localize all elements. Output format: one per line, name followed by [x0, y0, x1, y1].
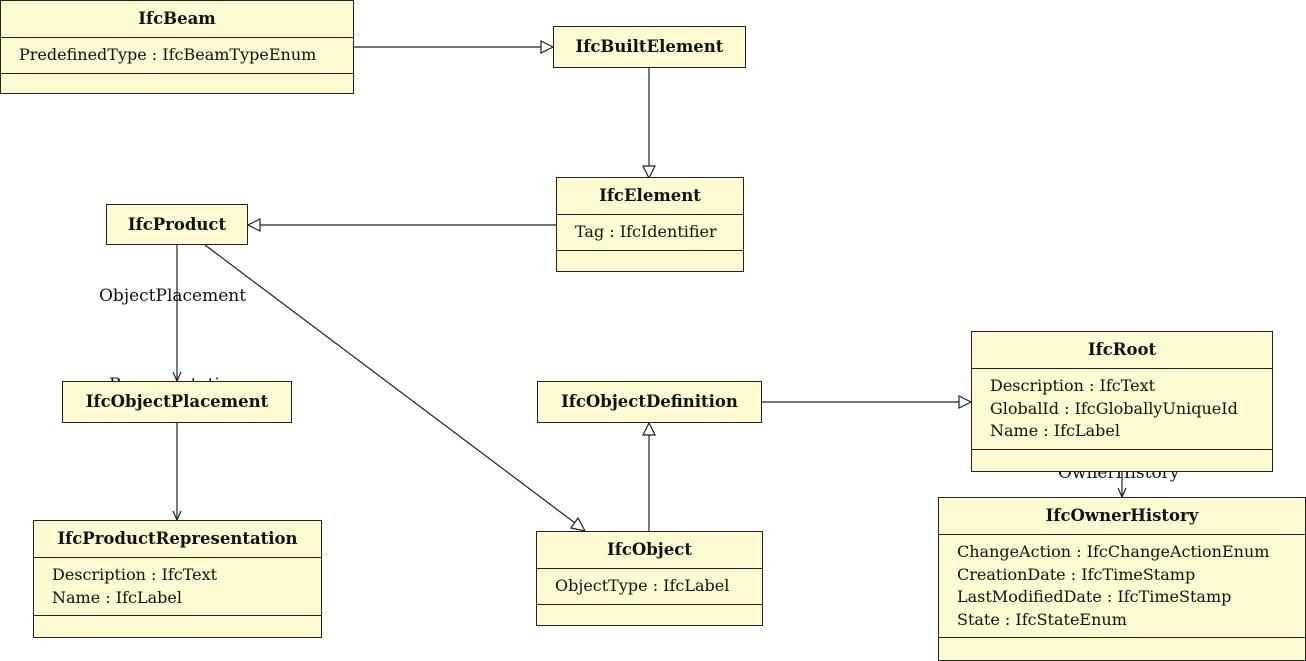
attribute: CreationDate : IfcTimeStamp — [957, 564, 1196, 584]
class-ifcbeam[interactable]: IfcBeam PredefinedType : IfcBeamTypeEnum — [0, 0, 354, 94]
class-name: IfcBuiltElement — [575, 37, 724, 56]
class-ifcroot[interactable]: IfcRoot Description : IfcText GlobalId :… — [971, 331, 1273, 472]
class-ifcproductrepresentation[interactable]: IfcProductRepresentation Description : I… — [33, 520, 322, 638]
attribute-list: Description : IfcText GlobalId : IfcGlob… — [972, 368, 1272, 449]
operation-compartment — [939, 637, 1305, 660]
edge-product-to-object-placement — [172, 245, 182, 383]
class-name: IfcProductRepresentation — [57, 529, 298, 548]
class-name: IfcOwnerHistory — [1045, 506, 1199, 525]
class-ifcelement[interactable]: IfcElement Tag : IfcIdentifier — [556, 177, 744, 272]
class-name: IfcObject — [607, 540, 692, 559]
edge-object-placement-to-product-representation — [172, 423, 182, 522]
class-ifcbuiltelement[interactable]: IfcBuiltElement — [553, 26, 746, 68]
attribute: ObjectType : IfcLabel — [555, 576, 730, 595]
class-name: IfcProduct — [127, 215, 227, 234]
class-ifcobject[interactable]: IfcObject ObjectType : IfcLabel — [536, 531, 763, 626]
edge-built-element-to-element — [642, 68, 656, 180]
attribute: PredefinedType : IfcBeamTypeEnum — [19, 45, 317, 64]
edge-beam-to-built-element — [354, 40, 555, 54]
attribute: Name : IfcLabel — [990, 421, 1120, 440]
attribute: Description : IfcText — [990, 376, 1156, 395]
class-ifcproduct[interactable]: IfcProduct — [106, 204, 248, 245]
attribute-list: ObjectType : IfcLabel — [537, 568, 762, 604]
class-name: IfcBeam — [138, 9, 216, 28]
edge-element-to-product — [246, 218, 556, 232]
operation-compartment — [1, 72, 353, 94]
class-ifcownerhistory[interactable]: IfcOwnerHistory ChangeAction : IfcChange… — [938, 497, 1306, 661]
operation-compartment — [972, 448, 1272, 472]
edge-object-definition-to-root — [762, 395, 973, 409]
class-ifcobjectdefinition[interactable]: IfcObjectDefinition — [537, 381, 762, 423]
edge-object-to-object-definition — [642, 421, 656, 532]
attribute-list: ChangeAction : IfcChangeActionEnum Creat… — [939, 534, 1305, 637]
attribute-list: Tag : IfcIdentifier — [557, 214, 743, 250]
attribute: State : IfcStateEnum — [957, 609, 1127, 629]
attribute: LastModifiedDate : IfcTimeStamp — [957, 587, 1232, 606]
association-label-object-placement: ObjectPlacement — [99, 286, 247, 306]
class-name: IfcElement — [599, 186, 701, 205]
attribute-list: Description : IfcText Name : IfcLabel — [34, 557, 321, 615]
attribute: Description : IfcText — [52, 565, 218, 584]
attribute: Name : IfcLabel — [52, 587, 182, 607]
operation-compartment — [557, 249, 743, 272]
attribute: GlobalId : IfcGloballyUniqueId — [990, 398, 1238, 418]
class-name: IfcObjectDefinition — [561, 392, 738, 411]
attribute: Tag : IfcIdentifier — [575, 222, 717, 241]
class-name: IfcRoot — [1087, 340, 1157, 359]
attribute-list: PredefinedType : IfcBeamTypeEnum — [1, 37, 353, 73]
edge-product-to-object — [204, 244, 587, 532]
class-name: IfcObjectPlacement — [85, 392, 269, 411]
class-ifcobjectplacement[interactable]: IfcObjectPlacement — [62, 381, 292, 423]
attribute: ChangeAction : IfcChangeActionEnum — [957, 542, 1270, 561]
operation-compartment — [537, 603, 762, 626]
operation-compartment — [34, 615, 321, 637]
